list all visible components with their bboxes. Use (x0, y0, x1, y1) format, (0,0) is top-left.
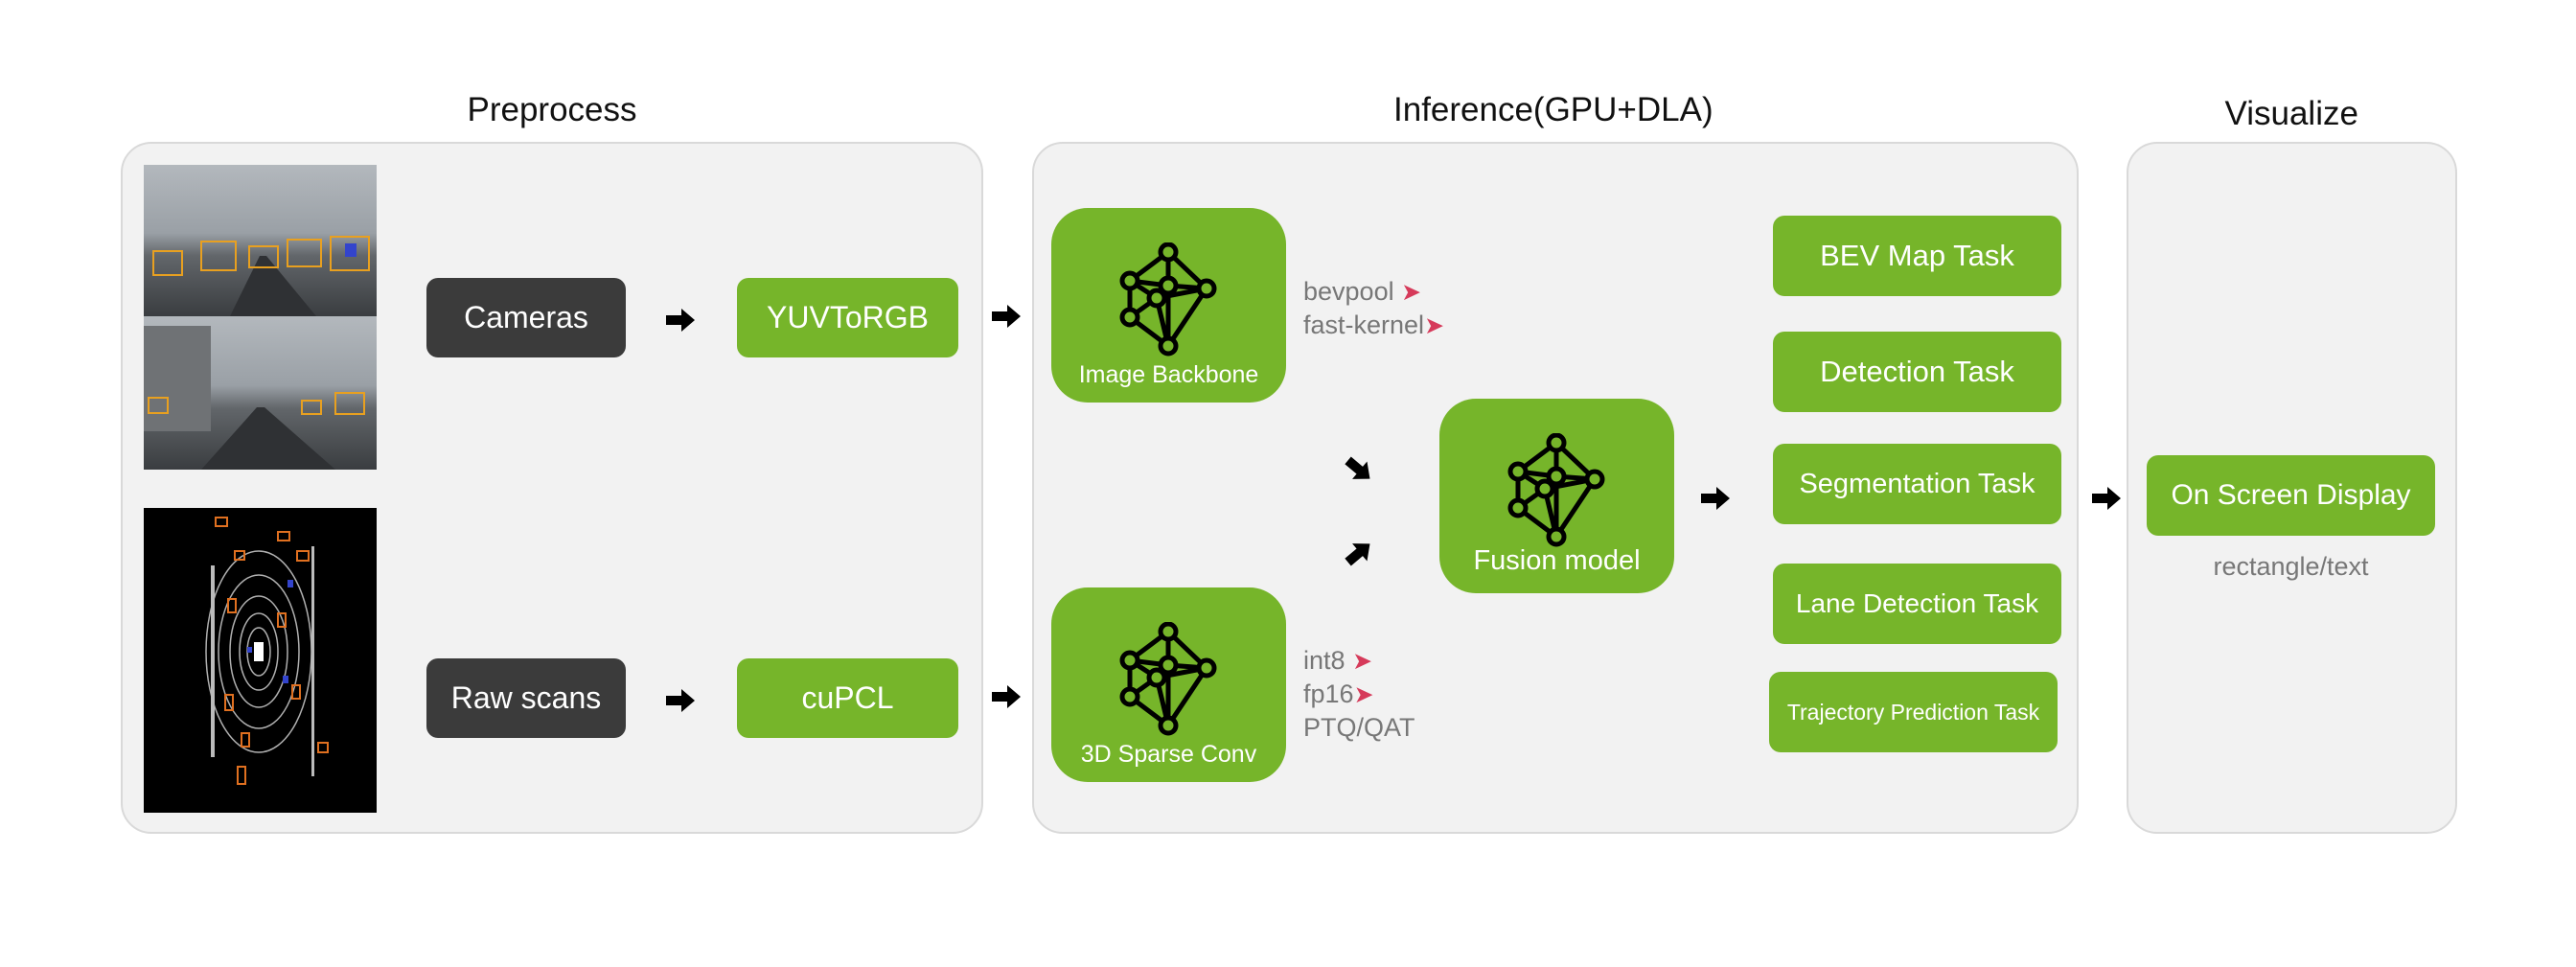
yuv-to-rgb-node: YUVToRGB (737, 278, 958, 357)
raw-scans-node: Raw scans (426, 658, 626, 738)
neural-network-icon (1111, 622, 1226, 737)
right-arrow-icon (992, 305, 1021, 328)
cupcl-node: cuPCL (737, 658, 958, 738)
right-arrow-icon (992, 685, 1021, 708)
rocket-icon: ➤ (1353, 681, 1374, 708)
inference-title: Inference(GPU+DLA) (1393, 91, 1714, 128)
image-backbone-label: Image Backbone (1078, 361, 1259, 388)
image-backbone-node: Image Backbone (1051, 208, 1286, 403)
on-screen-display-node: On Screen Display (2147, 455, 2435, 536)
rocket-icon: ➤ (1401, 279, 1422, 306)
bevpool-note: bevpool (1303, 277, 1394, 306)
sparse-notes: int8 ➤ fp16➤ PTQ/QAT (1303, 644, 1415, 744)
sparse-conv-label: 3D Sparse Conv (1080, 741, 1257, 768)
sparse-conv-node: 3D Sparse Conv (1051, 587, 1286, 782)
fusion-model-label: Fusion model (1473, 545, 1641, 576)
int8-note: int8 (1303, 646, 1346, 675)
fp16-note: fp16 (1303, 679, 1354, 708)
preprocess-title: Preprocess (467, 91, 637, 128)
rocket-icon: ➤ (1424, 312, 1445, 339)
lidar-scan-image (144, 508, 377, 813)
visualize-title: Visualize (2224, 95, 2358, 132)
lane-detection-task: Lane Detection Task (1773, 564, 2061, 644)
camera-image-front (144, 165, 377, 316)
camera-image-side (144, 316, 377, 470)
detection-task: Detection Task (1773, 332, 2061, 412)
fast-kernel-note: fast-kernel (1303, 311, 1425, 339)
segmentation-task: Segmentation Task (1773, 444, 2061, 524)
right-arrow-icon (666, 689, 695, 712)
trajectory-prediction-task: Trajectory Prediction Task (1769, 672, 2058, 752)
backbone-notes: bevpool ➤ fast-kernel➤ (1303, 275, 1444, 342)
rectangle-text-note: rectangle/text (2213, 552, 2369, 581)
neural-network-icon (1111, 242, 1226, 357)
cameras-node: Cameras (426, 278, 626, 357)
right-arrow-icon (1701, 487, 1730, 510)
ptq-qat-note: PTQ/QAT (1303, 713, 1415, 742)
right-arrow-icon (2092, 487, 2121, 510)
right-arrow-icon (666, 309, 695, 332)
bev-map-task: BEV Map Task (1773, 216, 2061, 296)
neural-network-icon (1499, 433, 1614, 548)
rocket-icon: ➤ (1352, 648, 1373, 675)
fusion-model-node: Fusion model (1439, 399, 1674, 593)
